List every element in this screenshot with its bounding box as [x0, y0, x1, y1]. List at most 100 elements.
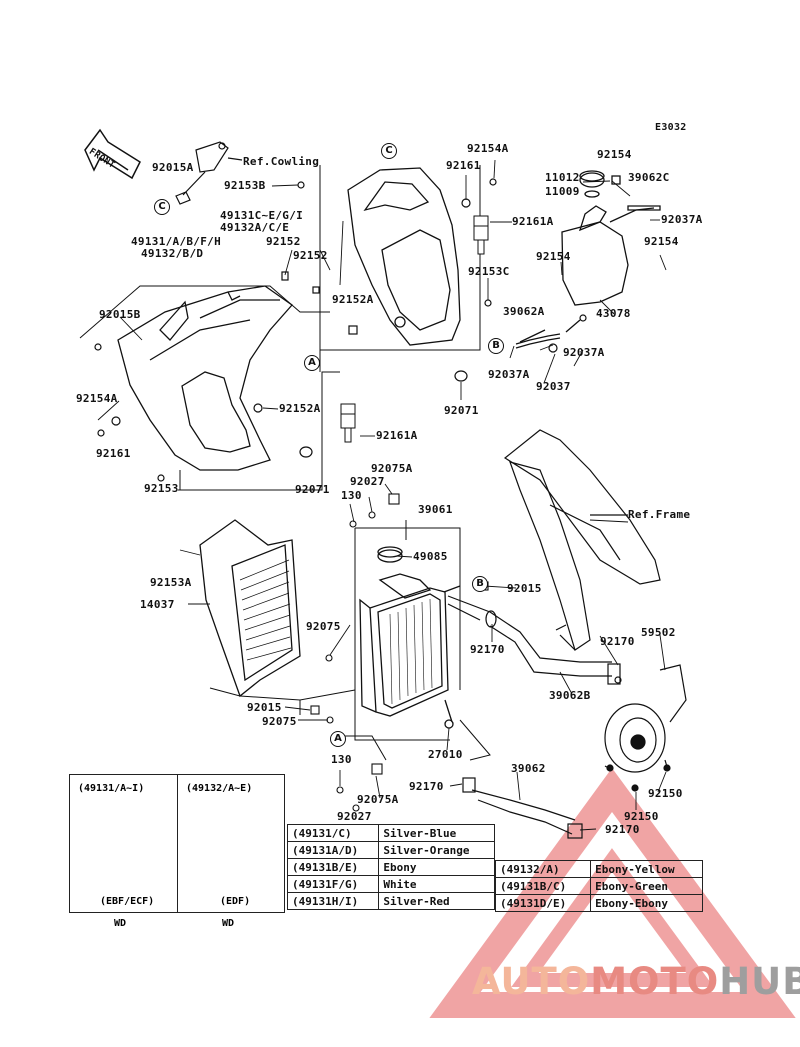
- part-label: 92015: [247, 701, 282, 714]
- part-label: 92015B: [99, 308, 141, 321]
- part-label: 92154A: [467, 142, 509, 155]
- part-label: 49085: [413, 550, 448, 563]
- part-label: 49132A/C/E: [220, 221, 290, 234]
- part-label: 92153A: [150, 576, 192, 589]
- part-label: 92161: [96, 447, 131, 460]
- left-shroud: [117, 285, 293, 471]
- part-label: 49132/B/D: [141, 247, 204, 260]
- color-row: (49131B/C)Ebony-Green: [494, 877, 703, 895]
- inset-variant: (EBF/ECF): [100, 896, 155, 907]
- callout-a-upper: A: [304, 355, 320, 371]
- fasteners: [94, 178, 497, 482]
- part-label: 92015: [507, 582, 542, 595]
- part-label: 92161A: [376, 429, 418, 442]
- part-label: 92027: [337, 810, 372, 823]
- color-row: (49131/C)Silver-Blue: [286, 824, 495, 842]
- front-arrow-icon: [84, 128, 141, 180]
- part-label: 92071: [444, 404, 479, 417]
- color-code: (49131B/E): [286, 858, 380, 876]
- part-label: 92170: [470, 643, 505, 656]
- color-code: (49131A/D): [286, 841, 380, 859]
- color-code: (49131F/G): [286, 875, 380, 893]
- part-label: 39062B: [549, 689, 591, 702]
- part-label: 92170: [605, 823, 640, 836]
- part-label: 27010: [428, 748, 463, 761]
- color-name: Silver-Red: [378, 892, 495, 910]
- part-label: 92170: [409, 780, 444, 793]
- right-shroud: [347, 167, 461, 346]
- color-table-left: (49131/C)Silver-Blue(49131A/D)Silver-Ora…: [286, 824, 495, 910]
- color-code: (49132/A): [494, 860, 592, 878]
- watermark-part: MOTO: [590, 960, 720, 1003]
- part-label: 11012: [545, 171, 580, 184]
- color-name: Ebony-Yellow: [590, 860, 703, 878]
- part-label: 92152: [266, 235, 301, 248]
- part-label: 92153C: [468, 265, 510, 278]
- part-label: 39062A: [503, 305, 545, 318]
- upper-hose: [447, 595, 622, 685]
- frame-sketch: [503, 429, 661, 651]
- radiator-shroud: [199, 519, 301, 698]
- color-row: (49131D/E)Ebony-Ebony: [494, 894, 703, 912]
- color-code: (49131/C): [286, 824, 380, 842]
- part-label: 92154: [597, 148, 632, 161]
- inset-panel-left: (49131/A~I) (EBF/ECF): [69, 774, 178, 913]
- reservoir-tank: [519, 170, 661, 343]
- part-label: 92015A: [152, 161, 194, 174]
- callout-b-upper: B: [488, 338, 504, 354]
- part-label: 92027: [350, 475, 385, 488]
- watermark-logo: AUTOMOTOHUB: [472, 960, 800, 1003]
- cowl-grouping-lines: [79, 165, 481, 491]
- color-row: (49131B/E)Ebony: [286, 858, 495, 876]
- inset-market: WD: [114, 918, 127, 929]
- part-label: 130: [341, 489, 362, 502]
- color-table-right: (49132/A)Ebony-Yellow(49131B/C)Ebony-Gre…: [494, 860, 703, 912]
- part-label: 92150: [648, 787, 683, 800]
- part-label: 92161A: [512, 215, 554, 228]
- ref-frame-label: Ref.Frame: [628, 508, 691, 521]
- color-name: White: [378, 875, 495, 893]
- watermark-part: AUTO: [472, 960, 591, 1003]
- part-label: 92161: [446, 159, 481, 172]
- watermark-part: HUB: [719, 960, 800, 1003]
- lower-hose: [462, 777, 583, 839]
- part-label: 92154: [644, 235, 679, 248]
- cowling-bracket: [175, 141, 243, 205]
- part-label: 92075A: [371, 462, 413, 475]
- radiator-grouping-lines: [209, 520, 491, 761]
- part-label: 92075: [262, 715, 297, 728]
- part-label: 92153: [144, 482, 179, 495]
- inset-market: WD: [222, 918, 235, 929]
- color-name: Silver-Orange: [378, 841, 495, 859]
- part-label: 92154: [536, 250, 571, 263]
- part-label: 92150: [624, 810, 659, 823]
- callout-c-right: C: [381, 143, 397, 159]
- color-row: (49131H/I)Silver-Red: [286, 892, 495, 910]
- part-label: 49131/A/B/F/H: [131, 235, 221, 248]
- leader-lines: [97, 159, 667, 831]
- part-label: 14037: [140, 598, 175, 611]
- ref-cowling-label: Ref.Cowling: [243, 155, 320, 168]
- part-label: 59502: [641, 626, 676, 639]
- color-name: Ebony-Green: [590, 877, 703, 895]
- color-row: (49131A/D)Silver-Orange: [286, 841, 495, 859]
- part-label: 130: [331, 753, 352, 766]
- cooling-fan: [604, 664, 687, 792]
- part-label: 92170: [600, 635, 635, 648]
- part-label: 92037A: [563, 346, 605, 359]
- part-label: 92071: [295, 483, 330, 496]
- part-label: 92153B: [224, 179, 266, 192]
- part-label: 92075: [306, 620, 341, 633]
- color-code: (49131D/E): [494, 894, 592, 912]
- part-label: 92037A: [488, 368, 530, 381]
- color-name: Ebony: [378, 858, 495, 876]
- part-label: 92152: [293, 249, 328, 262]
- color-code: (49131B/C): [494, 877, 592, 895]
- part-label: 39061: [418, 503, 453, 516]
- color-name: Ebony-Ebony: [590, 894, 703, 912]
- diagram-code: E3032: [655, 122, 687, 133]
- inset-panel-right: (49132/A~E) (EDF): [177, 774, 285, 913]
- part-label: 92075A: [357, 793, 399, 806]
- color-row: (49132/A)Ebony-Yellow: [494, 860, 703, 878]
- inset-variant: (EDF): [220, 896, 251, 907]
